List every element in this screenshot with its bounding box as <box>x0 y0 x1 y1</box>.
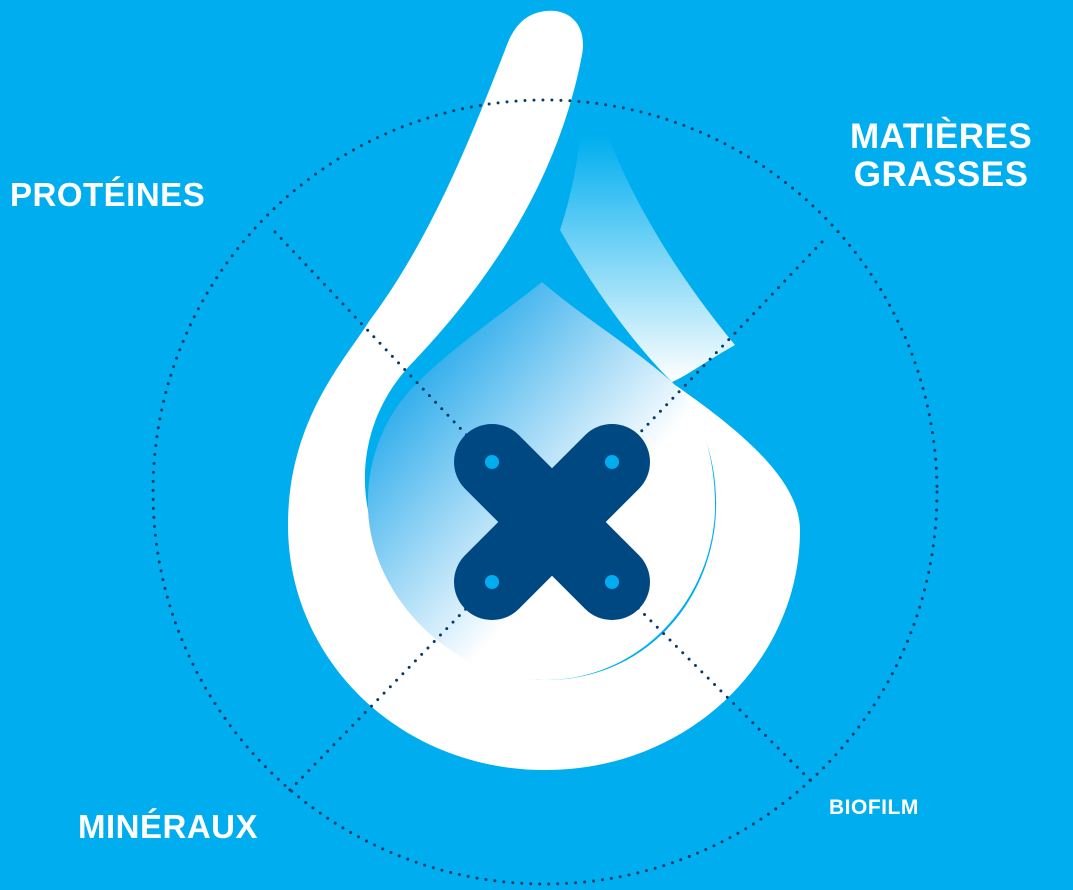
label-matieres-grasses: MATIÈRES GRASSES <box>850 118 1032 194</box>
label-matieres-line2: GRASSES <box>853 155 1029 194</box>
label-matieres-line1: MATIÈRES <box>850 117 1033 156</box>
label-proteines: PROTÉINES <box>10 176 206 213</box>
dotted-line-bottom-left <box>288 580 494 792</box>
dotted-line-top-right <box>610 240 824 464</box>
drop-tail-highlight <box>560 55 735 382</box>
cross-dot-top-left <box>485 455 499 469</box>
label-biofilm: BIOFILM <box>829 796 919 819</box>
cross-dot-top-right <box>605 455 619 469</box>
cross-mark-icon <box>454 424 650 620</box>
dotted-line-top-left <box>273 230 494 464</box>
cross-dot-bottom-right <box>605 575 619 589</box>
dotted-line-bottom-right <box>610 580 812 782</box>
cross-dot-bottom-left <box>485 575 499 589</box>
water-drop-icon <box>288 10 800 770</box>
dotted-circle <box>151 98 939 886</box>
label-mineraux: MINÉRAUX <box>78 808 259 845</box>
